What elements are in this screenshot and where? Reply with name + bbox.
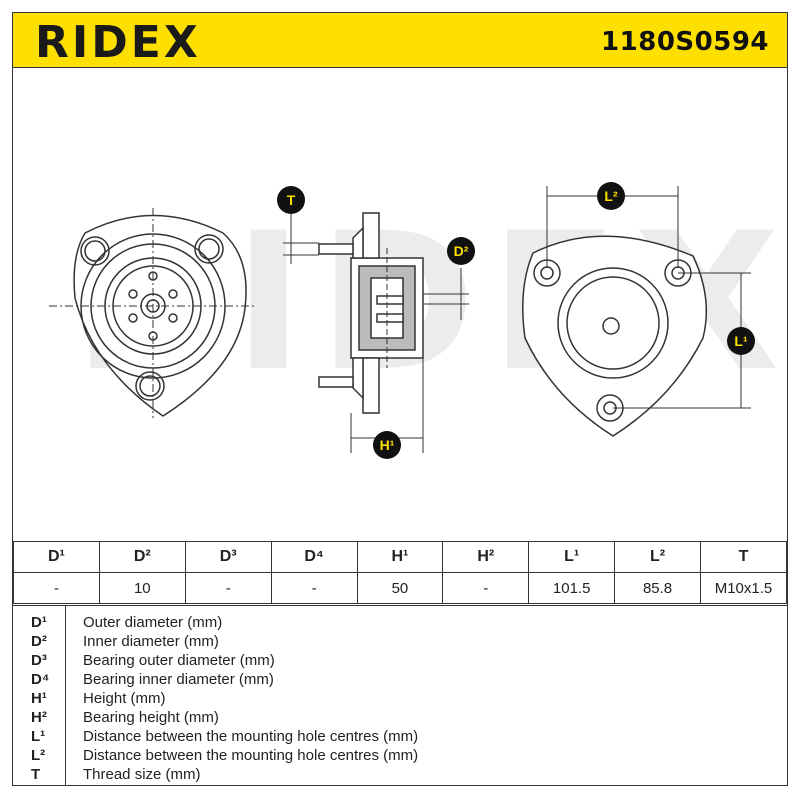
spec-header-cell: L²	[614, 541, 701, 573]
spec-header-cell: L¹	[528, 541, 616, 573]
legend-desc: Bearing inner diameter (mm)	[83, 671, 274, 688]
spec-value-cell: 85.8	[614, 572, 701, 604]
svg-text:L²: L²	[604, 188, 618, 204]
legend-key: H¹	[31, 690, 47, 707]
legend-desc: Distance between the mounting hole centr…	[83, 747, 419, 764]
svg-text:L¹: L¹	[734, 333, 748, 349]
svg-text:D²: D²	[454, 243, 469, 259]
legend-desc: Bearing height (mm)	[83, 709, 219, 726]
legend-desc: Outer diameter (mm)	[83, 614, 223, 631]
legend-key: D⁴	[31, 671, 50, 688]
svg-text:H¹: H¹	[380, 437, 395, 453]
legend: D¹ Outer diameter (mm) D² Inner diameter…	[13, 605, 787, 786]
spec-value-cell: 101.5	[528, 572, 616, 604]
top-view	[49, 208, 257, 418]
badge-L2: L²	[597, 182, 625, 210]
legend-key: T	[31, 766, 41, 783]
technical-drawing: RIDEX	[49, 182, 780, 459]
spec-header-cell: D³	[184, 541, 272, 573]
legend-desc: Inner diameter (mm)	[83, 633, 219, 650]
legend-key: D³	[31, 652, 47, 669]
spec-header-row: D¹ D² D³ D⁴ H¹ H² L¹ L² T	[13, 541, 787, 573]
legend-key: H²	[31, 709, 47, 726]
part-number: 1180S0594	[601, 27, 769, 57]
legend-desc: Height (mm)	[83, 690, 166, 707]
legend-key: L²	[31, 747, 46, 764]
spec-value-row: - 10 - - 50 - 101.5 85.8 M10x1.5	[13, 572, 787, 604]
legend-key: D¹	[31, 614, 47, 631]
legend-desc: Thread size (mm)	[83, 766, 201, 783]
legend-divider	[65, 606, 66, 786]
legend-key: L¹	[31, 728, 46, 745]
spec-value-cell: 50	[356, 572, 444, 604]
legend-key: D²	[31, 633, 47, 650]
spec-value-cell: M10x1.5	[700, 572, 787, 604]
spec-header-cell: D⁴	[270, 541, 358, 573]
legend-desc: Distance between the mounting hole centr…	[83, 728, 419, 745]
spec-header-cell: H¹	[356, 541, 444, 573]
bottom-view-dimensions	[546, 186, 751, 409]
badge-L1: L¹	[727, 327, 755, 355]
badge-D2: D²	[447, 237, 475, 265]
page-frame	[12, 12, 788, 786]
spec-header-cell: D¹	[13, 541, 100, 573]
spec-value-cell: -	[13, 572, 100, 604]
brand-logo: RIDEX	[35, 17, 201, 68]
header-bar: RIDEX 1180S0594	[13, 13, 787, 68]
spec-value-cell: -	[184, 572, 272, 604]
spec-header-cell: D²	[98, 541, 186, 573]
spec-table: D¹ D² D³ D⁴ H¹ H² L¹ L² T - 10 - - 50 - …	[13, 541, 787, 604]
spec-value-cell: 10	[98, 572, 186, 604]
spec-header-cell: H²	[442, 541, 530, 573]
badge-H1: H¹	[373, 431, 401, 459]
spec-value-cell: -	[442, 572, 530, 604]
spec-header-cell: T	[700, 541, 787, 573]
spec-value-cell: -	[270, 572, 358, 604]
legend-desc: Bearing outer diameter (mm)	[83, 652, 275, 669]
side-view	[318, 212, 424, 414]
badge-T: T	[277, 186, 305, 214]
svg-text:T: T	[287, 192, 296, 208]
